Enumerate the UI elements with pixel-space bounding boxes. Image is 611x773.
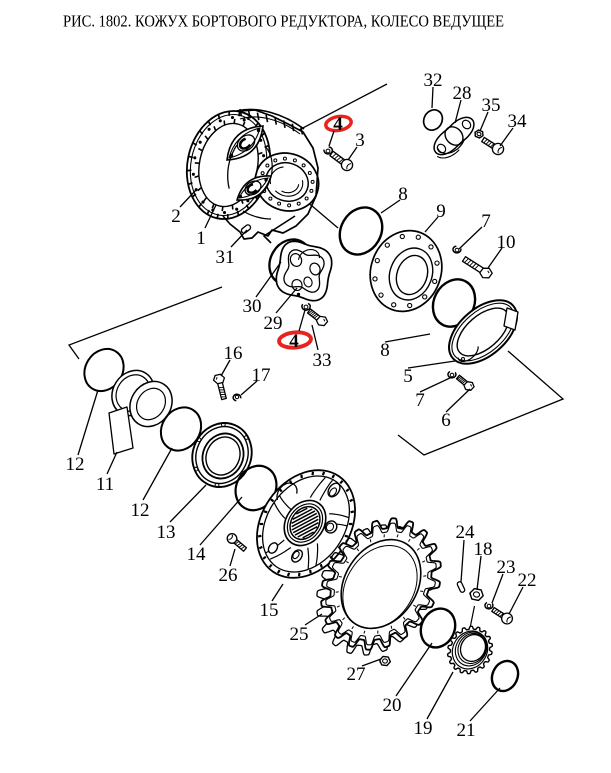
svg-text:5: 5 — [403, 366, 413, 387]
svg-text:7: 7 — [415, 390, 425, 411]
svg-text:4: 4 — [289, 331, 299, 352]
svg-text:3: 3 — [355, 130, 365, 151]
svg-text:13: 13 — [157, 522, 176, 543]
svg-text:19: 19 — [414, 718, 433, 739]
svg-text:7: 7 — [481, 211, 491, 232]
svg-text:12: 12 — [131, 500, 150, 521]
svg-text:2: 2 — [171, 206, 181, 227]
svg-text:1: 1 — [196, 228, 206, 249]
svg-text:30: 30 — [243, 296, 262, 317]
svg-text:24: 24 — [456, 522, 476, 543]
svg-text:27: 27 — [347, 664, 366, 685]
svg-text:18: 18 — [474, 539, 493, 560]
svg-text:8: 8 — [380, 340, 390, 361]
svg-text:РИС. 1802. КОЖУХ БОРТОВОГО РЕД: РИС. 1802. КОЖУХ БОРТОВОГО РЕДУКТОРА, КО… — [63, 12, 504, 31]
svg-text:12: 12 — [66, 454, 85, 475]
svg-text:4: 4 — [333, 114, 343, 135]
svg-text:8: 8 — [398, 184, 408, 205]
svg-text:28: 28 — [453, 83, 472, 104]
svg-text:9: 9 — [436, 201, 446, 222]
svg-text:20: 20 — [383, 695, 402, 716]
svg-text:32: 32 — [424, 70, 443, 91]
svg-text:35: 35 — [482, 95, 501, 116]
svg-text:34: 34 — [508, 111, 528, 132]
svg-text:11: 11 — [96, 474, 114, 495]
svg-text:31: 31 — [216, 247, 235, 268]
svg-text:21: 21 — [457, 720, 476, 741]
svg-text:25: 25 — [290, 624, 309, 645]
svg-text:33: 33 — [313, 350, 332, 371]
svg-text:17: 17 — [252, 365, 271, 386]
svg-text:14: 14 — [187, 544, 207, 565]
svg-text:29: 29 — [264, 313, 283, 334]
svg-text:23: 23 — [497, 557, 516, 578]
svg-text:16: 16 — [224, 343, 243, 364]
svg-text:10: 10 — [497, 232, 516, 253]
svg-text:6: 6 — [441, 410, 451, 431]
svg-text:15: 15 — [260, 600, 279, 621]
svg-text:22: 22 — [518, 570, 537, 591]
svg-text:26: 26 — [219, 565, 238, 586]
